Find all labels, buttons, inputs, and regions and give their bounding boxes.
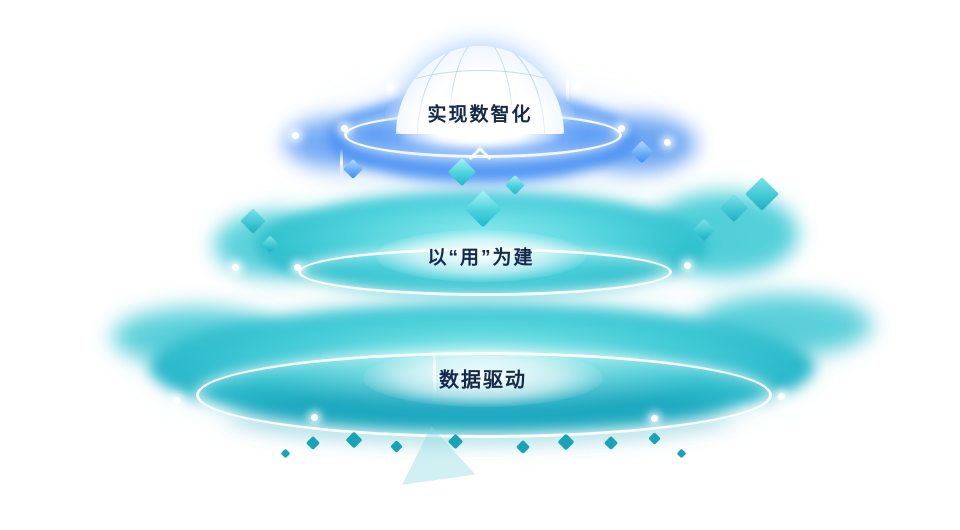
tier-bottom-label-glow <box>363 349 603 407</box>
diamond-icon <box>648 432 661 445</box>
glow-dot-icon <box>651 415 658 422</box>
glow-dot-icon <box>778 393 785 400</box>
glow-dot-icon <box>341 125 348 132</box>
glow-dot-icon <box>232 264 239 271</box>
diamond-icon <box>603 435 619 451</box>
diamond-icon <box>280 448 291 459</box>
tier-bottom-label: 数据驱动 <box>439 369 527 392</box>
tier-middle-label: 以“用”为建 <box>427 247 535 269</box>
light-streak-icon <box>566 72 569 102</box>
diamond-icon <box>390 440 403 453</box>
glow-dot-icon <box>618 125 625 132</box>
tier-middle-label-glow <box>376 230 586 282</box>
glow-dot-icon <box>292 132 299 139</box>
glow-dot-icon <box>684 262 691 269</box>
diamond-icon <box>515 439 531 455</box>
glow-dot-icon <box>294 264 301 271</box>
glow-dot-icon <box>664 139 671 146</box>
glow-dot-icon <box>311 414 318 421</box>
tier-top-label: 实现数智化 <box>427 104 533 126</box>
glow-dot-icon <box>173 397 180 404</box>
glow-dot-icon <box>387 84 394 91</box>
diamond-icon <box>305 435 321 451</box>
light-streak-icon <box>340 148 343 178</box>
globe-latitude-icon <box>396 70 564 134</box>
tier-top-label-glow <box>385 89 575 137</box>
diamond-icon <box>676 448 687 459</box>
glow-dot-icon <box>573 83 580 90</box>
